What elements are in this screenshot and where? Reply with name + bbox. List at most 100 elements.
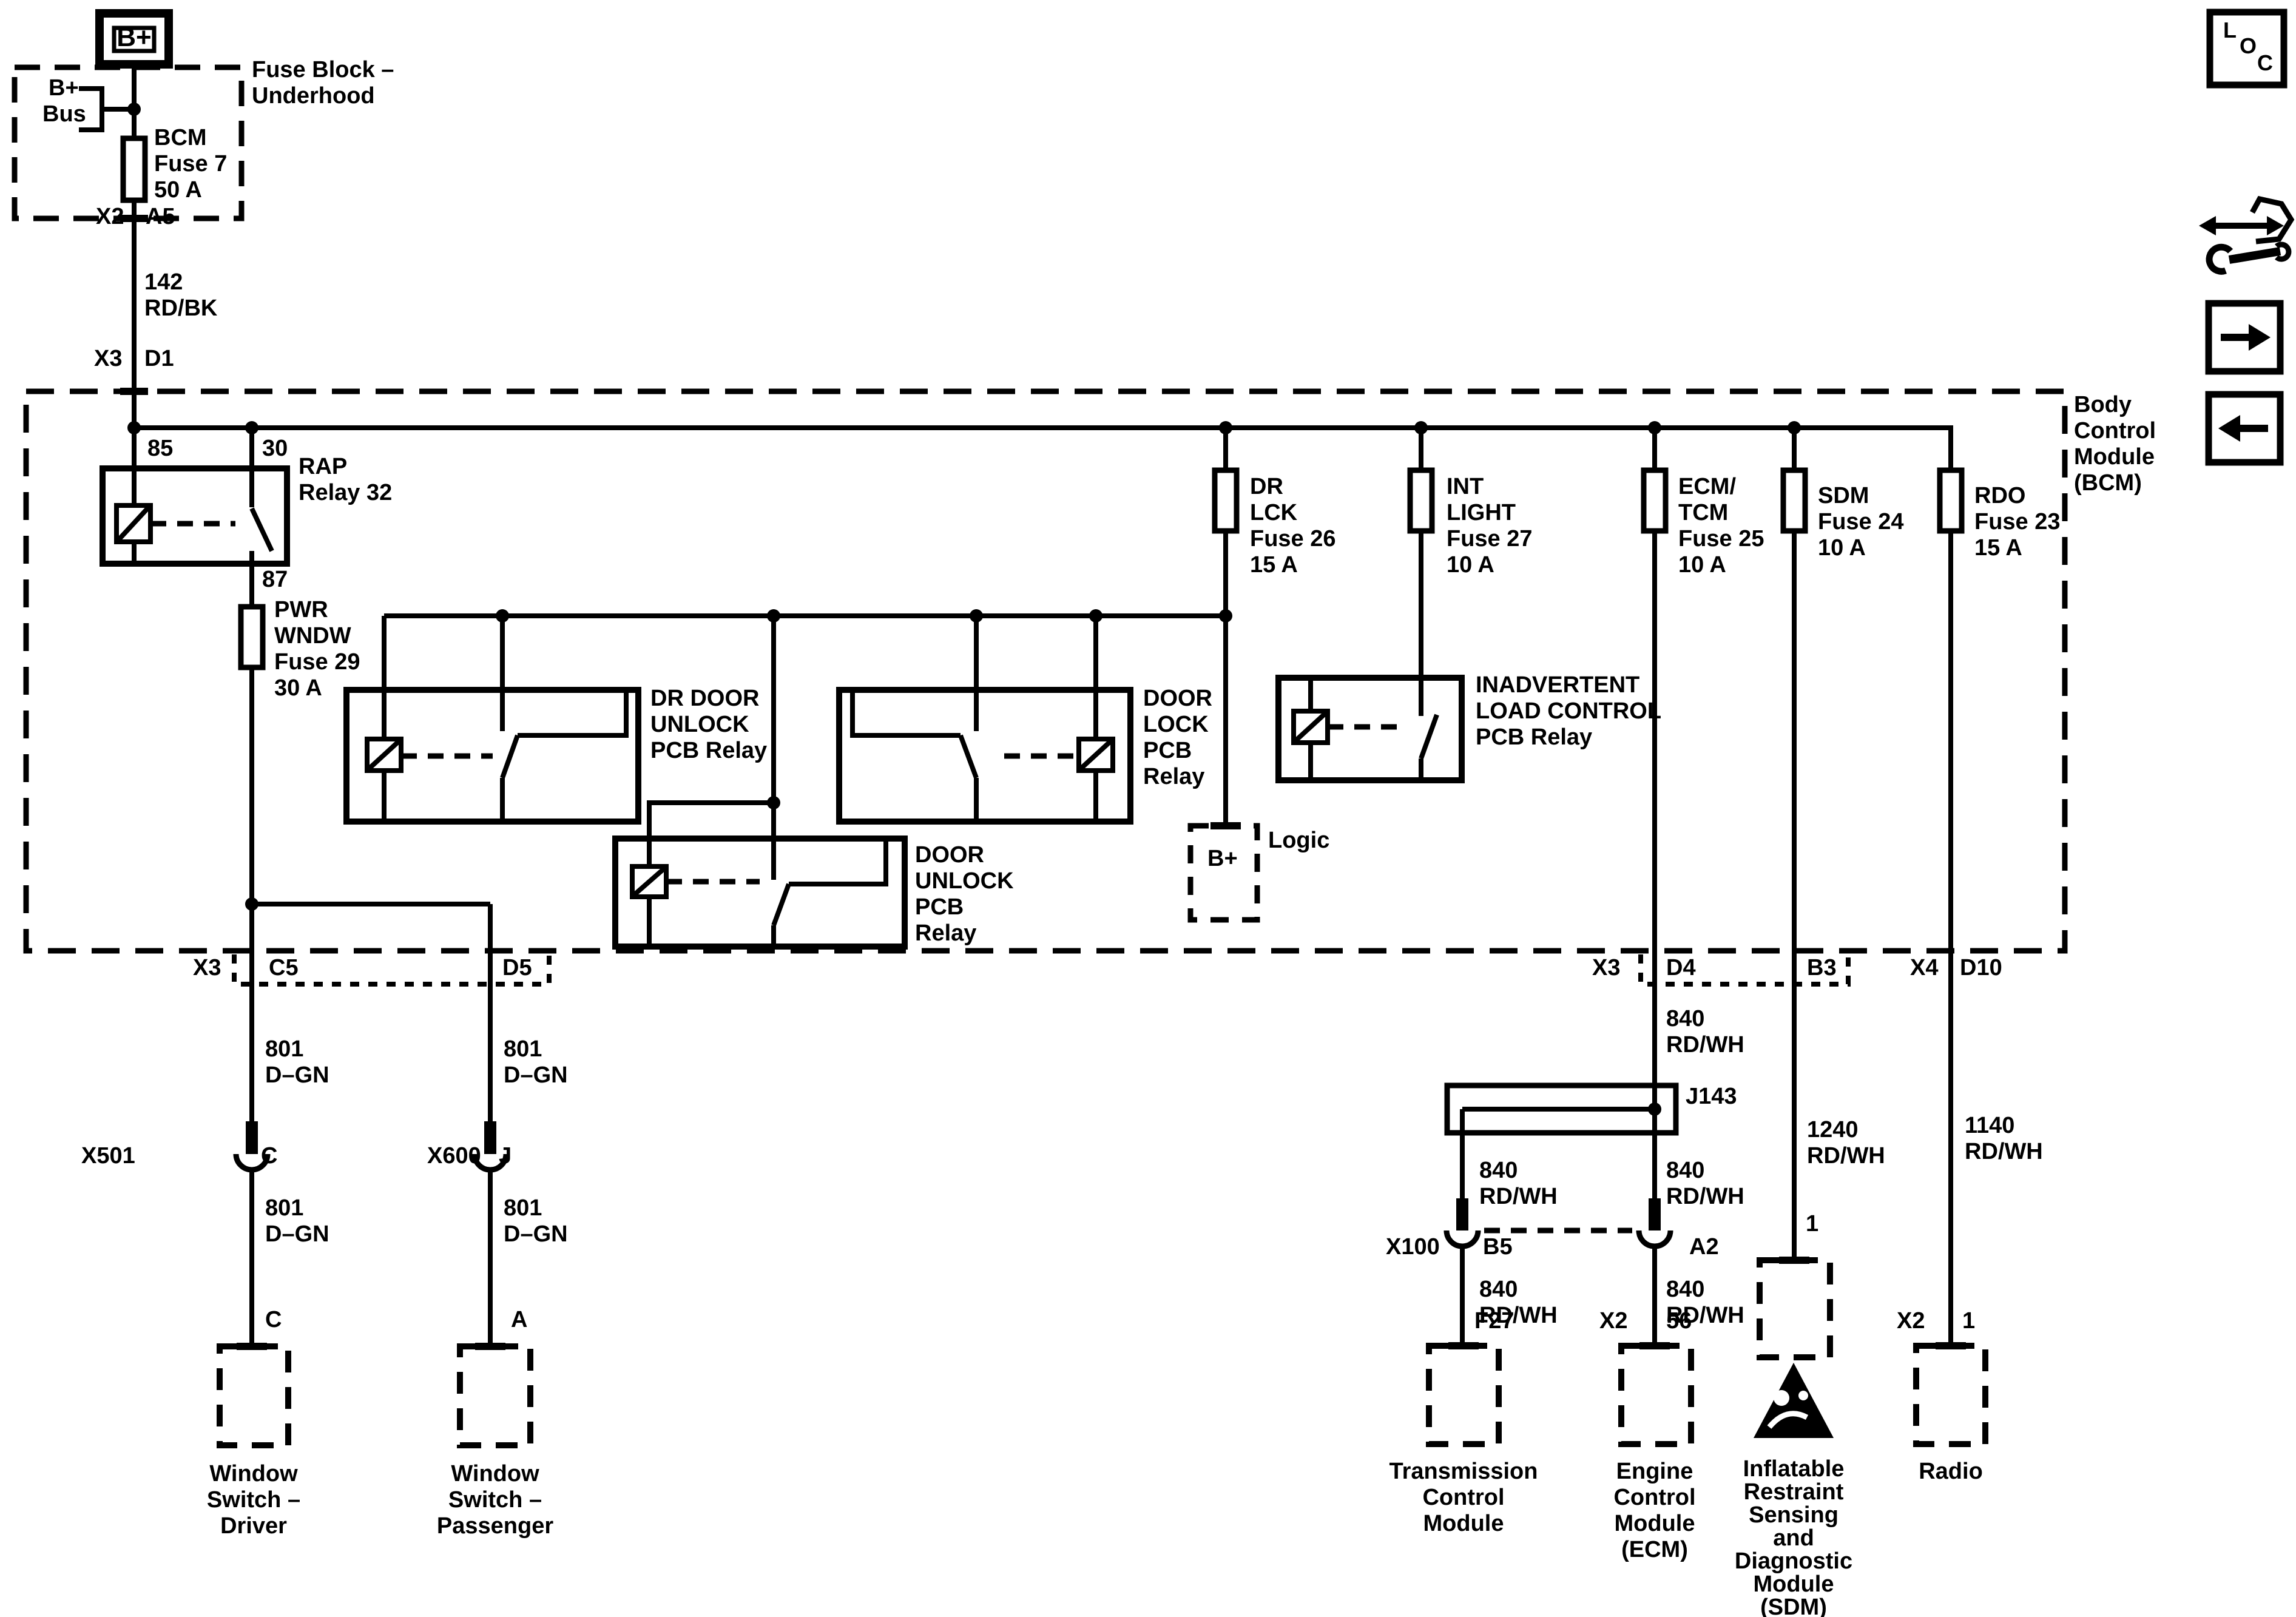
- fuse26-4: 15 A: [1250, 552, 1298, 578]
- pin-b3: B3: [1807, 955, 1837, 981]
- fuse27-3: Fuse 27: [1447, 526, 1533, 552]
- rap-pin-85: 85: [147, 436, 174, 461]
- bplus-logic-box: [1187, 823, 1260, 923]
- fuse29-1: PWR: [274, 597, 328, 623]
- wrench-double-arrow-icon: [2199, 195, 2295, 275]
- wire840-e2: RD/WH: [1666, 1303, 1744, 1328]
- rap-name-2: Relay 32: [299, 480, 393, 505]
- fuse26-1: DR: [1250, 474, 1283, 499]
- wire840-b2: RD/WH: [1479, 1184, 1558, 1209]
- exit-x3-right: X3: [1592, 955, 1621, 981]
- relay-boxes: [100, 465, 1679, 1136]
- pin-c5: C5: [269, 955, 299, 981]
- mod-sdm-7: (SDM): [1760, 1595, 1827, 1617]
- loc-letter-o: O: [2240, 33, 2257, 58]
- fuse24-3: 10 A: [1818, 535, 1866, 561]
- wire840-a2: RD/WH: [1666, 1032, 1744, 1058]
- fuse23-2: Fuse 23: [1974, 509, 2061, 535]
- module-boxes: [217, 1257, 1988, 1448]
- fuse-symbols: [120, 135, 1965, 670]
- mod-sdm-1: Inflatable: [1743, 1456, 1845, 1482]
- pin-1-sdm: 1: [1806, 1211, 1819, 1237]
- rap-coil-icon: [114, 503, 153, 544]
- fuse25-1: ECM/: [1678, 474, 1736, 499]
- wire1140-2: RD/WH: [1965, 1139, 2043, 1164]
- mod-wsp-3: Passenger: [436, 1513, 554, 1539]
- pin-c-x501: C: [261, 1143, 278, 1169]
- door-lock-coil-icon: [1076, 737, 1115, 773]
- pin-1-radio: 1: [1962, 1308, 1976, 1334]
- bplus-bus-2: Bus: [42, 101, 86, 127]
- inline-connectors: [233, 1121, 1673, 1249]
- bcm-name-4: (BCM): [2074, 470, 2142, 496]
- mod-sdm-5: Diagnostic: [1734, 1548, 1853, 1574]
- conn-x501: X501: [81, 1143, 135, 1169]
- conn-x100: X100: [1386, 1234, 1440, 1260]
- relay-inadvertent-2: LOAD CONTROL: [1476, 698, 1662, 724]
- relay-inadvertent-1: INADVERTENT: [1476, 672, 1640, 698]
- wire801-b2: D–GN: [504, 1062, 568, 1088]
- wire840-c2: RD/WH: [1666, 1184, 1744, 1209]
- wire1240-1: 1240: [1807, 1117, 1859, 1143]
- conn-x2-radio: X2: [1897, 1308, 1925, 1334]
- ecm-box: [1618, 1343, 1694, 1447]
- bcm-fuse7-3: 50 A: [154, 177, 202, 203]
- relay-drdoorunlock-3: PCB Relay: [650, 738, 768, 763]
- relay-doorunlock-1: DOOR: [915, 842, 984, 868]
- fuse29-3: Fuse 29: [274, 649, 360, 675]
- wire840-d1: 840: [1479, 1277, 1518, 1302]
- bcm-name-2: Control: [2074, 418, 2156, 444]
- inadvertent-coil-icon: [1291, 709, 1330, 745]
- relay-doorlock-2: LOCK: [1143, 712, 1209, 737]
- wire840-c1: 840: [1666, 1158, 1705, 1183]
- radio-box: [1913, 1343, 1988, 1447]
- bcm-name-1: Body: [2074, 392, 2132, 417]
- int-light-fuse27-icon: [1407, 467, 1435, 534]
- j143-splice-box: [1444, 1082, 1679, 1136]
- mod-tcm-1: Transmission: [1389, 1459, 1538, 1484]
- tcm-box: [1426, 1343, 1502, 1447]
- conn-x2-ecm: X2: [1599, 1308, 1628, 1334]
- fuse-block-title-1: Fuse Block –: [252, 57, 394, 83]
- exit-x3-left: X3: [193, 955, 221, 981]
- mod-wsd-1: Window: [209, 1461, 298, 1487]
- fuse26-3: Fuse 26: [1250, 526, 1336, 552]
- fuse29-4: 30 A: [274, 675, 322, 701]
- wire801-a2: D–GN: [265, 1062, 329, 1088]
- mod-sdm-2: Restraint: [1743, 1479, 1844, 1505]
- sdm-fuse24-icon: [1780, 467, 1808, 534]
- bcm-name-3: Module: [2074, 444, 2155, 470]
- wire840-b1: 840: [1479, 1158, 1518, 1183]
- bcm-fuse7-icon: [120, 135, 148, 203]
- window-switch-driver-box: [217, 1343, 291, 1448]
- connector-x600-icon: [471, 1121, 509, 1173]
- connector-x501-icon: [233, 1121, 271, 1173]
- relay-doorunlock-3: PCB: [915, 894, 964, 920]
- ecm-tcm-fuse25-icon: [1641, 467, 1669, 534]
- rdo-fuse23-icon: [1937, 467, 1965, 534]
- wire801-c2: D–GN: [265, 1221, 329, 1247]
- relay-inadvertent-3: PCB Relay: [1476, 724, 1593, 750]
- conn-x4: X4: [1910, 955, 1939, 981]
- conn-x2: X2: [96, 204, 124, 229]
- fuse25-4: 10 A: [1678, 552, 1726, 578]
- pin-c-switch: C: [265, 1307, 282, 1332]
- loc-tag-icon: [2206, 8, 2288, 89]
- inadvertent-load-control-relay-box: [1275, 675, 1465, 783]
- dr-lck-fuse26-icon: [1212, 467, 1240, 534]
- pin-a2: A2: [1689, 1234, 1719, 1260]
- bplus-logic: B+: [1207, 846, 1238, 871]
- wire801-d1: 801: [504, 1195, 542, 1221]
- mod-wsd-2: Switch –: [206, 1487, 301, 1513]
- relay-doorlock-1: DOOR: [1143, 686, 1212, 711]
- mod-sdm-4: and: [1773, 1525, 1814, 1551]
- wires: [79, 64, 1953, 1346]
- mod-ecm-1: Engine: [1616, 1459, 1693, 1484]
- fuse-block-title-2: Underhood: [252, 83, 375, 109]
- fuse24-2: Fuse 24: [1818, 509, 1904, 535]
- wire1240-2: RD/WH: [1807, 1143, 1885, 1169]
- wire-142-color: RD/BK: [144, 295, 218, 321]
- wire1140-1: 1140: [1965, 1113, 2015, 1138]
